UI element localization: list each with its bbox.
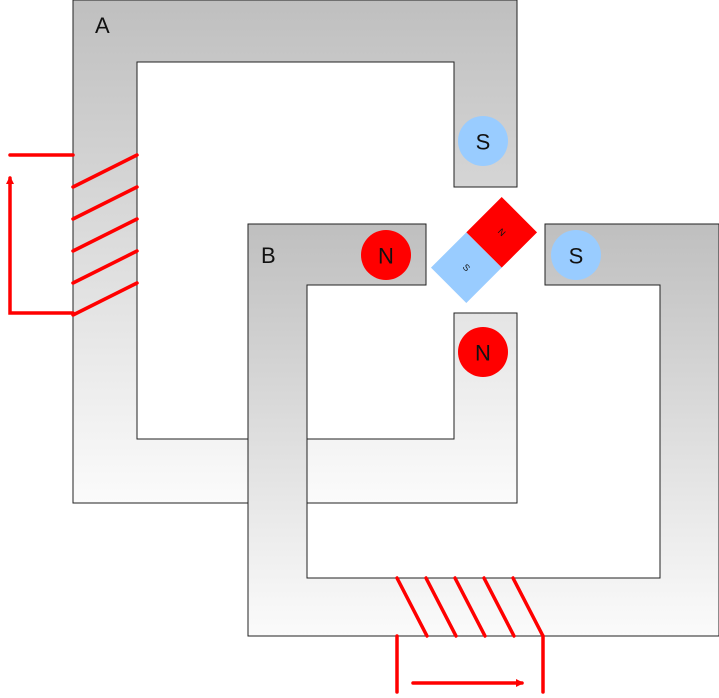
coil-a-winding [71, 217, 139, 253]
coil-b [395, 576, 545, 694]
coil-a-winding [71, 281, 139, 317]
coil-b-winding [511, 576, 545, 638]
coil-a-winding [71, 153, 139, 189]
coil-b-winding [395, 576, 429, 638]
pole-b-bottom-north-label: N [475, 341, 491, 366]
coil-a-lead [6, 176, 75, 315]
coil-b-winding [424, 576, 458, 638]
rotor-north-label: N [496, 226, 508, 238]
coil-b-winding [482, 576, 516, 638]
pole-a-south-label: S [476, 130, 491, 155]
rotor-magnet: N S [430, 196, 538, 304]
coil-a-winding [71, 249, 139, 285]
core-a-label: A [95, 13, 110, 38]
pole-b-right-south-label: S [569, 244, 584, 269]
core-a [72, 0, 518, 504]
core-b-label: B [261, 243, 276, 268]
coil-b-winding [453, 576, 487, 638]
pole-b-left-north: N [361, 230, 411, 280]
coil-a [6, 153, 139, 317]
pole-b-left-north-label: N [378, 244, 394, 269]
pole-b-bottom-north: N [458, 327, 508, 377]
pole-a-south: S [458, 116, 508, 166]
rotor-south-label: S [461, 262, 472, 273]
coil-a-winding [71, 185, 139, 221]
pole-b-right-south: S [551, 230, 601, 280]
core-b [247, 223, 719, 637]
